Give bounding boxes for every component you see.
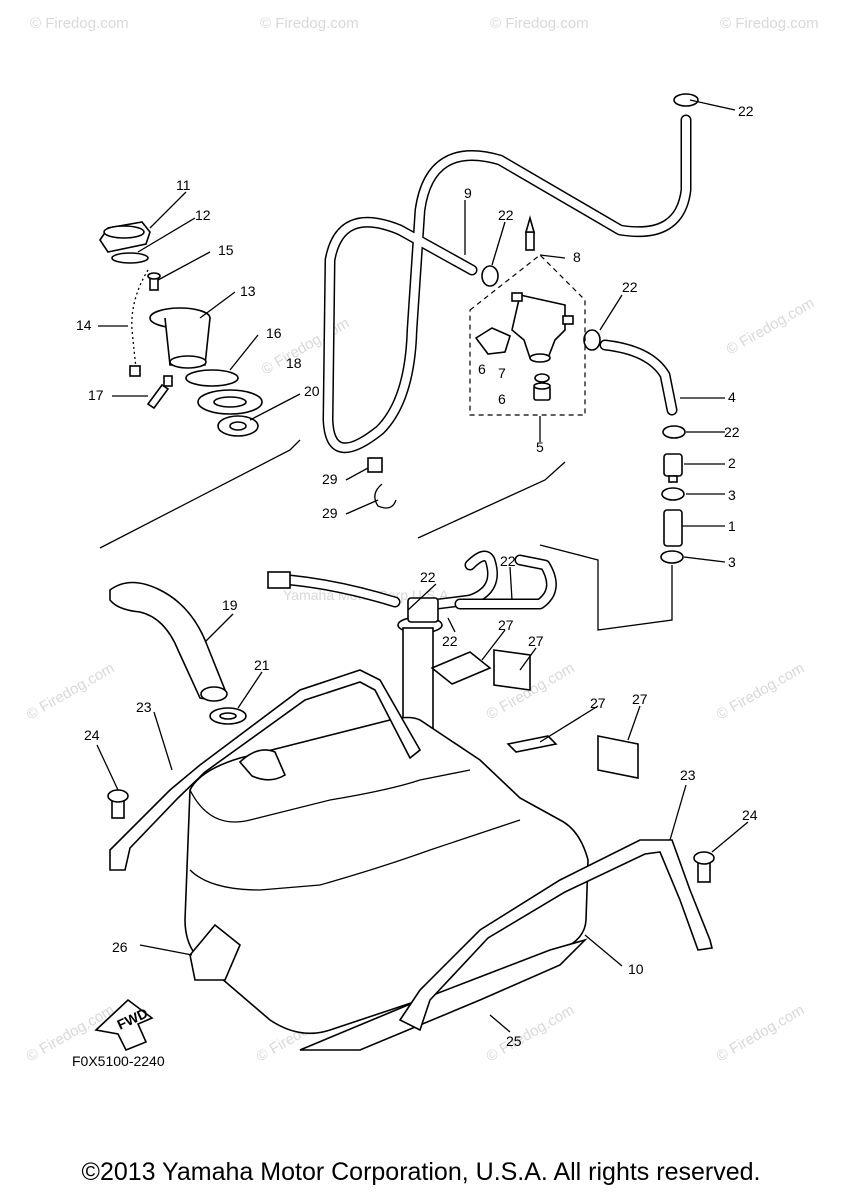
- leader-line: [417, 461, 566, 539]
- clip-28: [367, 457, 383, 473]
- plate-25: [299, 938, 588, 1051]
- band-29: [374, 483, 397, 509]
- filler-cap-12: [99, 221, 151, 253]
- callout-22: 22: [724, 424, 740, 440]
- callout-16: 15: [218, 242, 234, 258]
- callout-6: 6: [478, 361, 486, 377]
- chain-15: [129, 269, 149, 377]
- fuel-hose-10: [322, 114, 692, 454]
- watermark: © Firedog.com: [260, 15, 359, 32]
- callout-29: 29: [322, 505, 338, 521]
- callout-24: 24: [84, 727, 100, 743]
- callout-3: 3: [728, 554, 736, 570]
- pin-18: [146, 375, 173, 410]
- callout-9: 8: [573, 249, 581, 265]
- callout-15: 14: [76, 317, 92, 333]
- callout-10: 9: [464, 185, 472, 201]
- nut-19: [197, 389, 263, 415]
- callout-21: 21: [254, 657, 270, 673]
- callout-1: 1: [728, 518, 736, 534]
- callout-21: 20: [304, 383, 320, 399]
- watermark: © Firedog.com: [724, 294, 818, 358]
- leader-line: [99, 439, 301, 549]
- callout-22: 22: [622, 279, 638, 295]
- figure-code: F0X5100-2240: [72, 1053, 165, 1069]
- watermark: © Firedog.com: [714, 1001, 808, 1065]
- callout-leaders: [96, 99, 749, 1033]
- clamp-3: [660, 550, 684, 564]
- callout-5: 5: [536, 439, 544, 455]
- watermark: © Firedog.com: [484, 1001, 578, 1065]
- gasket-17: [185, 369, 239, 387]
- callout-14: 13: [240, 283, 256, 299]
- callout-4: 4: [728, 389, 736, 405]
- hose-clamp-22: [481, 93, 699, 439]
- fitting-9: [524, 215, 536, 251]
- callout-23: 23: [136, 699, 152, 715]
- clamp-3: [661, 487, 685, 501]
- callout-8: 7: [498, 365, 506, 381]
- bracket-6: [474, 327, 511, 355]
- band-23: [109, 669, 713, 1032]
- callout-26: 26: [112, 939, 128, 955]
- callout-22: 22: [500, 553, 516, 569]
- callout-7: 6: [498, 391, 506, 407]
- callout-17: 16: [266, 325, 282, 341]
- plate-26: [189, 923, 241, 981]
- watermark: © Firedog.com: [720, 15, 819, 32]
- watermark: © Firedog.com: [714, 659, 808, 723]
- callout-27: 27: [528, 633, 544, 649]
- callout-2: 2: [728, 455, 736, 471]
- clamp-21-top: [217, 415, 259, 437]
- watermark: © Firedog.com: [24, 659, 118, 723]
- callout-23: 23: [680, 767, 696, 783]
- callout-28: 29: [322, 471, 338, 487]
- callout-24: 24: [742, 807, 758, 823]
- copyright-notice: ©2013 Yamaha Motor Corporation, U.S.A. A…: [81, 1158, 761, 1186]
- callout-27: 27: [590, 695, 606, 711]
- gasket-13: [111, 252, 149, 264]
- callout-20: 19: [222, 597, 238, 613]
- fuel-tank-11: [184, 716, 589, 1035]
- clamp-21: [209, 707, 247, 725]
- filler-neck-14: [149, 307, 211, 369]
- callout-12: 11: [176, 177, 191, 193]
- callout-19: 18: [286, 355, 302, 371]
- watermark: © Firedog.com: [490, 15, 589, 32]
- callout-22: 22: [420, 569, 436, 585]
- callout-27: 27: [632, 691, 648, 707]
- check-valve-2: [663, 453, 683, 483]
- watermark: © Firedog.com: [30, 15, 129, 32]
- fuel-hose-4: [599, 339, 678, 416]
- callout-3: 3: [728, 487, 736, 503]
- fuel-filter-assembly: [511, 292, 574, 363]
- callout-25: 25: [506, 1033, 522, 1049]
- leader-line: [539, 544, 673, 631]
- bolt-16: [147, 272, 161, 291]
- o-ring-8: [534, 373, 550, 383]
- callout-18: 17: [88, 387, 104, 403]
- filter-assembly-box: [469, 254, 586, 416]
- callout-22: 22: [738, 103, 754, 119]
- callout-22: 22: [498, 207, 514, 223]
- callout-labels: 22 9 22 8 22 6 7 6 5 4 22 2 3 1 3 11 12 …: [76, 103, 758, 1049]
- callout-22: 22: [442, 633, 458, 649]
- callout-27: 27: [498, 617, 514, 633]
- filter-element-7: [533, 382, 551, 401]
- callout-13: 12: [195, 207, 211, 223]
- joint-hose-1: [663, 509, 683, 547]
- callout-11: 10: [628, 961, 644, 977]
- filler-hose-20: [109, 581, 228, 702]
